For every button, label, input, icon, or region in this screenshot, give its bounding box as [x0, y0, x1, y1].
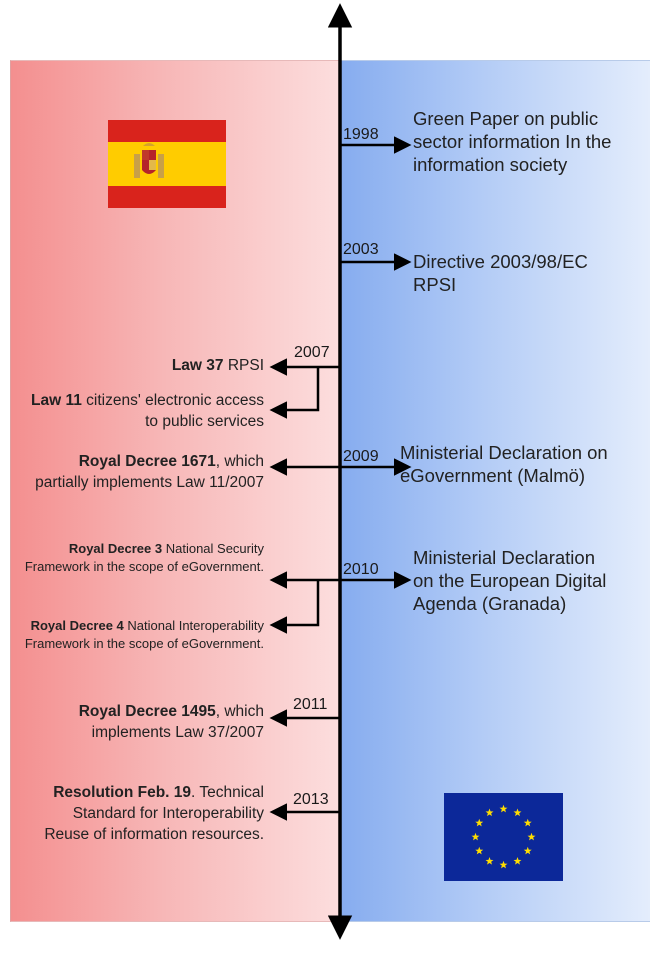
spain-law11-bold: Law 11 [31, 392, 82, 409]
year-2007: 2007 [294, 344, 330, 361]
eu-panel [340, 60, 650, 922]
spain-resolution-text: . Technical Standard for Interoperabilit… [44, 784, 264, 843]
eu-star-icon [475, 818, 484, 827]
eu-star-icon [513, 857, 522, 865]
eu-star-icon [499, 860, 508, 869]
eu-star-icon [499, 804, 508, 813]
eu-star-icon [523, 818, 532, 827]
spain-rd1495: Royal Decree 1495, which implements Law … [24, 701, 264, 743]
year-1998: 1998 [343, 126, 379, 143]
eu-flag-icon [444, 793, 563, 881]
spain-rd1495-text: , which implements Law 37/2007 [91, 703, 264, 741]
eu-star-icon [523, 846, 532, 855]
eu-event-2010: Ministerial Declaration on the European … [413, 547, 607, 614]
eu-event-1998: Green Paper on public sector information… [413, 108, 612, 175]
spain-law37-bold: Law 37 [171, 357, 224, 374]
eu-event-2009: Ministerial Declaration on eGovernment (… [400, 442, 608, 486]
spain-rd1671: Royal Decree 1671, which partially imple… [24, 451, 264, 493]
spain-law37-text: RPSI [223, 357, 264, 374]
eu-star-icon [471, 832, 480, 841]
spain-rd1495-bold: Royal Decree 1495 [78, 703, 216, 720]
spain-law11-text: citizens' electronic access to public se… [81, 392, 264, 430]
year-2009: 2009 [343, 448, 379, 465]
eu-star-icon [485, 857, 494, 865]
eu-star-icon [513, 808, 522, 817]
arrow-2007-law11 [269, 367, 320, 419]
arrow-2010-rd4 [269, 580, 320, 634]
spain-resolution-bold: Resolution Feb. 19 [53, 784, 192, 801]
spain-flag-icon [108, 120, 226, 208]
spain-rd3-bold: Royal Decree 3 [68, 541, 163, 556]
spain-rd3-text: National Security Framework in the scope… [24, 541, 264, 574]
spain-law11: Law 11 citizens' electronic access to pu… [14, 390, 264, 432]
spain-law37: Law 37 RPSI [14, 355, 264, 376]
year-2003: 2003 [343, 241, 379, 258]
eu-star-icon [527, 832, 536, 841]
spain-rd4-bold: Royal Decree 4 [30, 618, 124, 633]
eu-star-icon [485, 808, 494, 817]
eu-star-icon [475, 846, 484, 855]
year-2011: 2011 [293, 696, 328, 713]
spain-rd1671-text: , which partially implements Law 11/2007 [35, 453, 264, 491]
spain-resolution-2013: Resolution Feb. 19. Technical Standard f… [24, 782, 264, 845]
eu-event-2003: Directive 2003/98/EC RPSI [413, 251, 588, 295]
year-2013: 2013 [293, 791, 329, 808]
year-2010: 2010 [343, 561, 379, 578]
spain-rd4: Royal Decree 4 National Interoperability… [9, 617, 264, 653]
spain-rd3: Royal Decree 3 National Security Framewo… [9, 540, 264, 576]
spain-rd1671-bold: Royal Decree 1671 [78, 453, 216, 470]
spain-rd4-text: National Interoperability Framework in t… [24, 618, 264, 651]
